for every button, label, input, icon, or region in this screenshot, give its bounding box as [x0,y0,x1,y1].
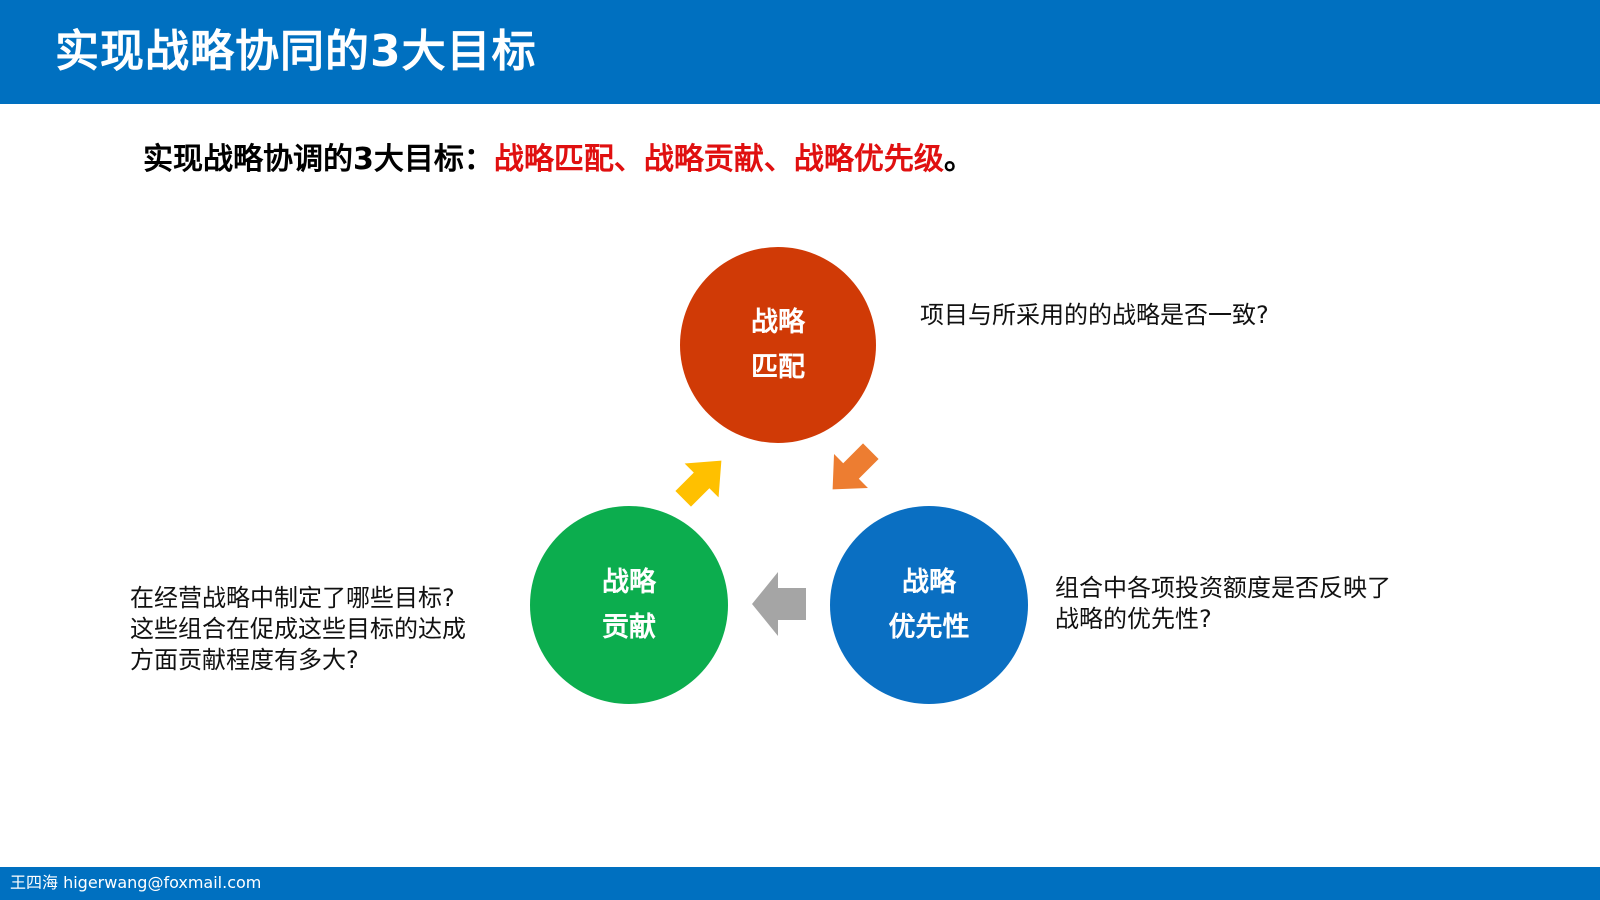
subtitle-line: 实现战略协调的3大目标：战略匹配、战略贡献、战略优先级。 [143,140,974,180]
separator: 、 [763,142,794,177]
node-strategic-contribution: 战略 贡献 [530,506,728,704]
node-label-line2: 贡献 [602,612,656,643]
node-label-line2: 优先性 [888,612,970,643]
subtitle-suffix: 。 [943,142,974,177]
arrow-down-right-icon [832,443,879,490]
title-bar: 实现战略协同的3大目标 [0,0,1600,104]
note-line: 在经营战略中制定了哪些目标? [130,584,455,612]
note-line: 这些组合在促成这些目标的达成 [130,615,466,643]
goal-strategic-match: 战略匹配 [493,142,614,177]
note-line: 战略的优先性? [1055,605,1212,633]
node-label-line1: 战略 [751,307,805,338]
goal-strategic-priority: 战略优先级 [793,142,944,177]
arrow-up-right-icon [675,460,722,507]
note-line: 项目与所采用的的战略是否一致? [920,301,1269,329]
footer-bar: 王四海 higerwang@foxmail.com [0,867,1600,900]
note-strategic-priority: 组合中各项投资额度是否反映了 战略的优先性? [1055,573,1391,635]
note-strategic-contribution: 在经营战略中制定了哪些目标? 这些组合在促成这些目标的达成 方面贡献程度有多大? [130,583,466,676]
node-label-line1: 战略 [602,567,656,598]
node-strategic-match: 战略 匹配 [680,247,876,443]
note-line: 方面贡献程度有多大? [130,646,359,674]
separator: 、 [613,142,644,177]
slide-title: 实现战略协同的3大目标 [55,26,537,77]
arrow-left-icon [752,572,806,636]
note-line: 组合中各项投资额度是否反映了 [1055,574,1391,602]
node-label-line2: 匹配 [751,352,805,383]
subtitle-prefix: 实现战略协调的3大目标： [143,142,494,177]
goal-strategic-contribution: 战略贡献 [643,142,764,177]
author-credit: 王四海 higerwang@foxmail.com [10,873,262,892]
node-strategic-priority: 战略 优先性 [830,506,1028,704]
node-label-line1: 战略 [902,567,956,598]
note-strategic-match: 项目与所采用的的战略是否一致? [920,300,1269,331]
